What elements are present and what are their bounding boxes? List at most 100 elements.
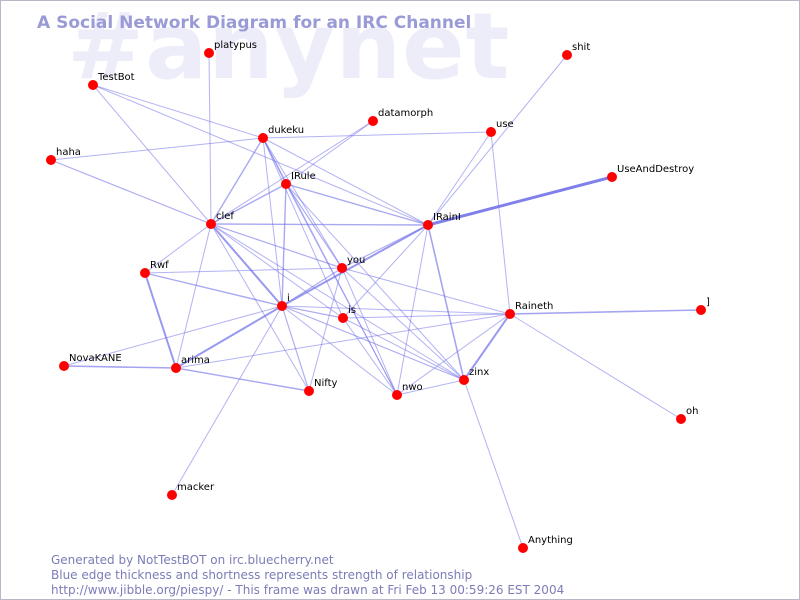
node-platypus: platypus — [204, 40, 257, 58]
node-haha: haha — [46, 147, 81, 165]
node-dot — [304, 386, 314, 396]
node-IRainI: IRainI — [423, 212, 461, 230]
edge-you-Rwf — [144, 267, 343, 274]
edge-is-zinx — [342, 317, 465, 381]
node-dot — [676, 414, 686, 424]
node-Rwf: Rwf — [140, 260, 169, 278]
footer-legend: Blue edge thickness and shortness repres… — [51, 568, 473, 582]
node-dot — [392, 390, 402, 400]
node-label: zinx — [469, 367, 489, 378]
node-dot — [423, 220, 433, 230]
edge-arima-Nifty — [175, 367, 310, 392]
edge-clef-Rwf — [144, 223, 212, 274]
node-label: datamorph — [378, 108, 433, 119]
node-Anything: Anything — [518, 535, 573, 553]
node-dot — [140, 268, 150, 278]
edge-i-NovaKANE — [63, 305, 283, 367]
node-IRule: IRule — [281, 171, 316, 189]
edge-IRule-nwo — [285, 183, 398, 396]
edge-IRainI-UseAndDestroy — [427, 175, 613, 227]
edge-clef-arima — [175, 223, 212, 369]
edge-TestBot-IRainI — [92, 84, 429, 226]
node-i: i — [277, 293, 290, 311]
edge-dukeku-you — [262, 137, 343, 269]
edge-IRainI-you — [341, 224, 429, 269]
node-dot — [607, 172, 617, 182]
node-label: Rwf — [150, 260, 169, 271]
node-label: shit — [572, 42, 590, 53]
node-label: ] — [706, 297, 710, 308]
edge-dukeku-i — [262, 137, 283, 307]
edge-i-Rwf — [144, 272, 283, 307]
node-bracket: ] — [696, 297, 710, 315]
edge-dukeku-is — [262, 137, 344, 319]
node-dot — [337, 263, 347, 273]
edge-clef-Nifty — [210, 223, 310, 392]
edge-clef-platypus — [208, 52, 212, 225]
edge-you-Raineth — [341, 267, 511, 315]
node-use: use — [486, 119, 514, 137]
edge-clef-TestBot — [92, 84, 212, 225]
edge-Raineth-zinx — [463, 313, 511, 381]
edge-IRule-you — [285, 183, 343, 269]
edge-dukeku-IRainI — [262, 137, 429, 226]
node-dot — [59, 361, 69, 371]
edge-i-is — [281, 305, 344, 319]
node-is: is — [338, 305, 356, 323]
node-label: nwo — [402, 382, 423, 393]
node-dukeku: dukeku — [258, 125, 304, 143]
node-shit: shit — [562, 42, 590, 60]
edge-arima-Raineth — [175, 313, 511, 369]
edge-i-nwo — [281, 305, 398, 396]
edge-Raineth-bracket — [509, 309, 702, 315]
node-label: platypus — [214, 40, 257, 51]
node-dot — [281, 179, 291, 189]
node-label: IRule — [291, 171, 316, 182]
edge-clef-haha — [50, 159, 212, 225]
node-label: use — [496, 119, 514, 130]
edge-i-Raineth — [281, 305, 511, 315]
diagram-title: A Social Network Diagram for an IRC Chan… — [37, 13, 472, 33]
node-Nifty: Nifty — [304, 378, 338, 396]
edge-clef-IRule — [210, 183, 287, 225]
edge-you-Nifty — [308, 267, 343, 392]
edge-dukeku-TestBot — [92, 84, 264, 139]
edge-i-arima — [175, 305, 283, 369]
edge-clef-is — [210, 223, 344, 319]
node-dot — [46, 155, 56, 165]
node-label: IRainI — [433, 212, 461, 223]
edge-i-macker — [171, 305, 283, 496]
node-label: Nifty — [314, 378, 338, 389]
node-oh: oh — [676, 406, 698, 424]
channel-watermark: #anynet — [67, 0, 511, 100]
node-label: oh — [686, 406, 698, 417]
edge-clef-datamorph — [210, 120, 374, 225]
edge-is-Raineth — [342, 313, 511, 319]
edge-clef-zinx — [210, 223, 465, 381]
footer: Generated by NotTestBOT on irc.bluecherr… — [51, 553, 564, 598]
node-label: arima — [181, 355, 210, 366]
node-clef: clef — [206, 211, 234, 229]
node-label: Anything — [528, 535, 573, 546]
node-datamorph: datamorph — [368, 108, 433, 126]
edge-dukeku-use — [262, 131, 492, 139]
node-label: you — [347, 255, 365, 266]
node-label: UseAndDestroy — [617, 164, 694, 175]
node-Raineth: Raineth — [505, 301, 553, 319]
edge-NovaKANE-arima — [63, 365, 177, 369]
node-nwo: nwo — [392, 382, 423, 400]
edge-clef-you — [210, 223, 343, 269]
node-dot — [88, 80, 98, 90]
edge-i-clef — [210, 223, 283, 307]
edge-IRainI-use — [427, 131, 492, 226]
edge-IRainI-zinx — [427, 224, 465, 381]
footer-generated-by: Generated by NotTestBOT on irc.bluecherr… — [51, 553, 334, 567]
edge-i-zinx — [281, 305, 465, 381]
node-you: you — [337, 255, 365, 273]
node-label: is — [348, 305, 356, 316]
edge-you-i — [281, 267, 343, 307]
node-label: NovaKANE — [69, 353, 122, 364]
